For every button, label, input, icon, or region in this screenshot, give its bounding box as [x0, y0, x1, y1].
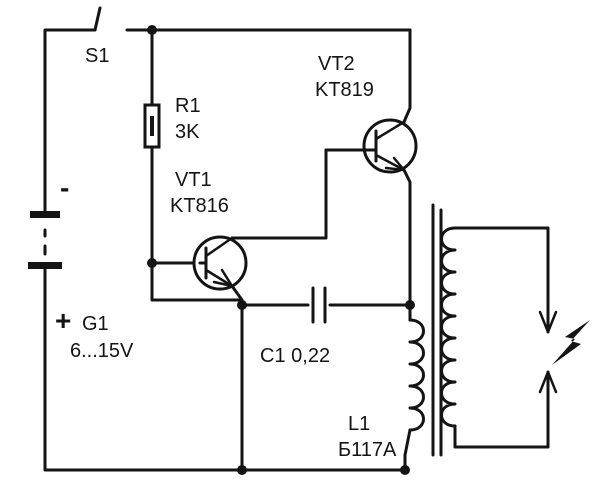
battery-label: G1	[82, 313, 109, 335]
capacitor-value: 0,22	[291, 345, 330, 367]
transformer-l1-secondary[interactable]	[440, 226, 550, 449]
transformer-l1-primary[interactable]	[403, 303, 425, 472]
left-supply-wire	[43, 28, 407, 472]
transformer-label: L1	[348, 413, 370, 435]
capacitor-ref: C1	[260, 345, 286, 367]
resistor-r1[interactable]	[143, 28, 244, 302]
transformer-core	[431, 203, 443, 457]
junction-dot	[237, 465, 247, 475]
junction-dot	[147, 258, 157, 268]
junction-dot	[400, 465, 410, 475]
battery-voltage: 6...15V	[70, 340, 134, 362]
resistor-value: 3K	[175, 121, 200, 143]
vt1-part: KT816	[170, 195, 229, 217]
capacitor-label: C1 0,22	[260, 345, 330, 367]
vt2-part: KT819	[315, 79, 374, 101]
transistor-vt2[interactable]	[324, 28, 418, 312]
transformer-part: Б117А	[338, 439, 397, 461]
switch-s1[interactable]	[93, 6, 412, 32]
spark-icon	[552, 320, 590, 365]
capacitor-c1[interactable]	[240, 286, 412, 324]
junction-dot	[405, 300, 415, 310]
battery-plus-sign: +	[55, 305, 71, 336]
vt1-label: VT1	[175, 169, 212, 191]
battery-g1[interactable]	[28, 203, 62, 282]
switch-label: S1	[85, 45, 109, 67]
vt2-label: VT2	[318, 53, 355, 75]
resistor-label: R1	[175, 95, 201, 117]
junction-dot	[147, 25, 157, 35]
junction-dot	[237, 300, 247, 310]
spark-gap	[538, 298, 558, 407]
battery-minus-sign: -	[60, 172, 69, 203]
